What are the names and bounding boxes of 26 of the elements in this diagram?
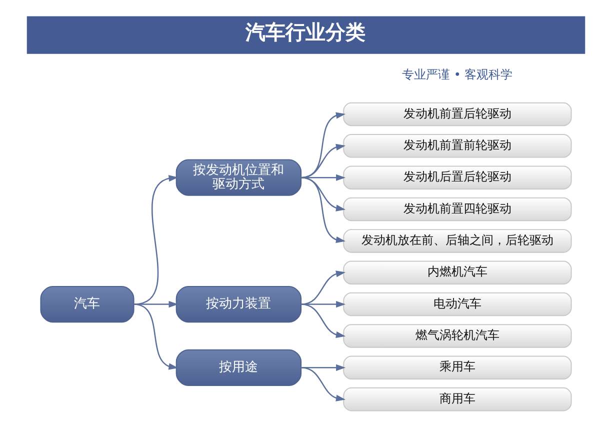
- node-box: 发动机后置后轮驱动: [343, 166, 572, 190]
- node-box: 发动机前置四轮驱动: [343, 197, 572, 222]
- node-box: 发动机前置前轮驱动: [343, 134, 572, 158]
- node-box: 燃气涡轮机汽车: [343, 324, 572, 348]
- arrow: [134, 300, 178, 308]
- node-box: 按动力装置: [176, 286, 302, 323]
- node-box: 电动汽车: [343, 292, 572, 316]
- arrow: [300, 304, 346, 338]
- arrow: [300, 112, 346, 178]
- label: 专业严谨 • 客观科学: [402, 68, 513, 82]
- node-box: 内燃机汽车: [343, 260, 572, 284]
- node-box: 商用车: [343, 387, 572, 412]
- node-box: 汽车: [40, 286, 134, 323]
- node-box: 发动机前置后轮驱动: [343, 102, 572, 126]
- arrow: [301, 300, 346, 308]
- arrow: [300, 176, 346, 244]
- arrow: [300, 270, 346, 305]
- arrow: [300, 367, 346, 402]
- arrow: [134, 304, 178, 370]
- node-box: 按发动机位置和驱动方式: [176, 159, 302, 196]
- node-box: 乘用车: [343, 356, 572, 380]
- arrow: [134, 175, 178, 305]
- node-box: 按用途: [176, 349, 302, 386]
- arrow: [300, 144, 346, 178]
- diagram-title: 汽车行业分类: [246, 21, 366, 44]
- node-box: 发动机放在前、后轴之间，后轮驱动: [343, 229, 572, 253]
